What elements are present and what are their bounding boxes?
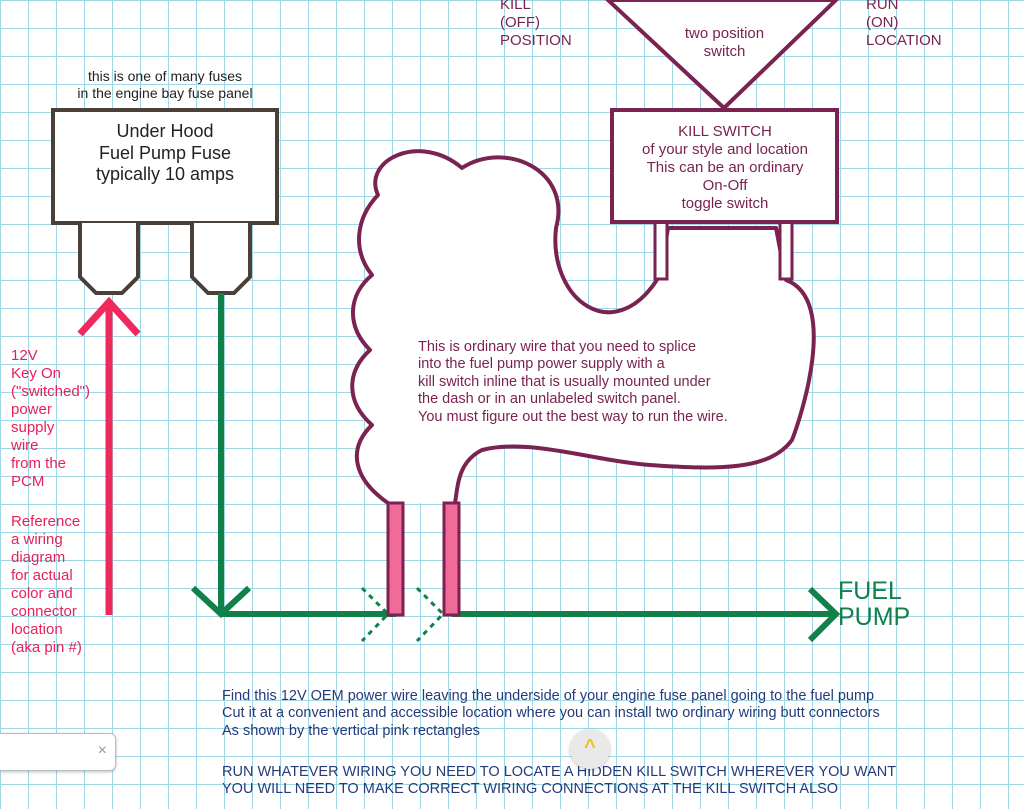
power-wire-note: 12V Key On ("switched") power supply wir… xyxy=(11,347,90,490)
warning-line: YOU WILL NEED TO MAKE CORRECT WIRING CON… xyxy=(222,781,839,798)
cut-mark-right xyxy=(415,586,446,643)
kill-switch-box xyxy=(610,108,839,224)
reference-note: Reference a wiring diagram for actual co… xyxy=(11,513,82,656)
warnings-block: RUN WHATEVER WIRING YOU NEED TO LOCATE A… xyxy=(222,764,896,799)
fuse-note: this is one of many fuses in the engine … xyxy=(77,68,253,101)
wire-cloud-outline xyxy=(350,149,816,505)
fuse-box-label: Under Hood Fuel Pump Fuse typically 10 a… xyxy=(95,121,235,185)
chevron-up-icon: ^ xyxy=(584,736,596,758)
fuse-right-terminal xyxy=(190,223,252,295)
butt-connector-left xyxy=(386,501,405,617)
instruction-line: Cut it at a convenient and accessible lo… xyxy=(222,705,880,722)
fuse-left-terminal xyxy=(78,223,140,295)
fuse-box xyxy=(51,108,279,225)
instructions-block: Find this 12V OEM power wire leaving the… xyxy=(222,688,880,740)
cut-mark-left xyxy=(360,586,391,643)
red-arrow-head xyxy=(77,296,141,337)
kill-position-label: KILL (OFF) POSITION xyxy=(500,0,572,49)
kill-switch-label: KILL SWITCH of your style and location T… xyxy=(642,123,808,212)
switch-triangle xyxy=(605,0,839,111)
kill-switch-right-terminal xyxy=(778,220,794,281)
butt-connector-right xyxy=(442,501,461,617)
run-location-label: RUN (ON) LOCATION xyxy=(866,0,942,49)
cloud-wire-note: This is ordinary wire that you need to s… xyxy=(418,339,728,425)
fuel-pump-arrow-head xyxy=(807,586,841,643)
search-overlay-input[interactable]: × xyxy=(0,733,116,771)
fuel-pump-label: FUEL PUMP xyxy=(838,577,911,632)
kill-switch-left-terminal xyxy=(653,220,669,281)
close-icon[interactable]: × xyxy=(97,742,107,759)
instruction-line: Find this 12V OEM power wire leaving the… xyxy=(222,688,875,704)
scroll-up-button[interactable]: ^ xyxy=(570,729,610,769)
warning-line: RUN WHATEVER WIRING YOU NEED TO LOCATE A… xyxy=(222,764,897,780)
switch-triangle-label: two position switch xyxy=(684,25,765,60)
instruction-line: As shown by the vertical pink rectangles xyxy=(222,722,480,739)
